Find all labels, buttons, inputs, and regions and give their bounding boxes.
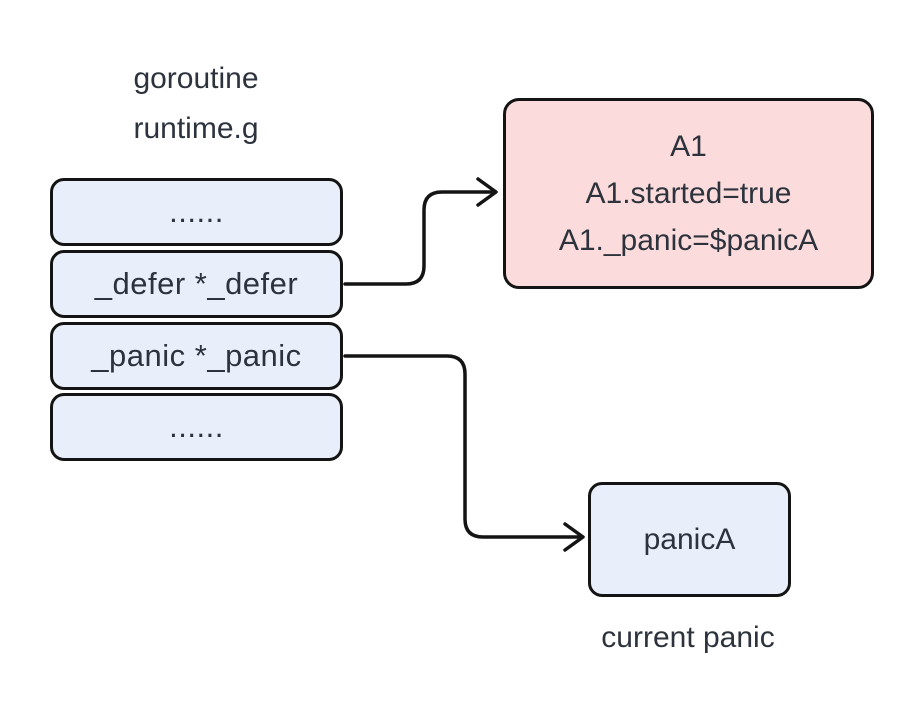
defer-record-panic-ptr: A1._panic=$panicA: [558, 224, 819, 257]
struct-row-panic: _panic *_panic: [50, 322, 343, 390]
arrowhead-defer-to-a1: [476, 177, 498, 207]
current-panic-caption: current panic: [601, 621, 775, 654]
panic-record-box: panicA: [588, 482, 791, 597]
arrow-panic-to-panica: [343, 354, 581, 539]
struct-row-defer: _defer *_defer: [50, 250, 343, 318]
panic-record-label: panicA: [643, 522, 736, 556]
defer-record-box: A1 A1.started=true A1._panic=$panicA: [503, 98, 874, 289]
struct-row-ellipsis-bottom: ......: [50, 393, 343, 461]
arrowhead-panic-to-panica: [563, 522, 585, 552]
defer-record-started: A1.started=true: [585, 177, 792, 210]
arrow-defer-to-a1: [343, 190, 494, 286]
goroutine-title-line1: goroutine: [133, 62, 259, 95]
goroutine-title: goroutine runtime.g: [50, 54, 342, 154]
goroutine-title-line2: runtime.g: [133, 112, 259, 145]
struct-row-ellipsis-top: ......: [50, 178, 343, 246]
defer-record-name: A1: [670, 130, 707, 163]
